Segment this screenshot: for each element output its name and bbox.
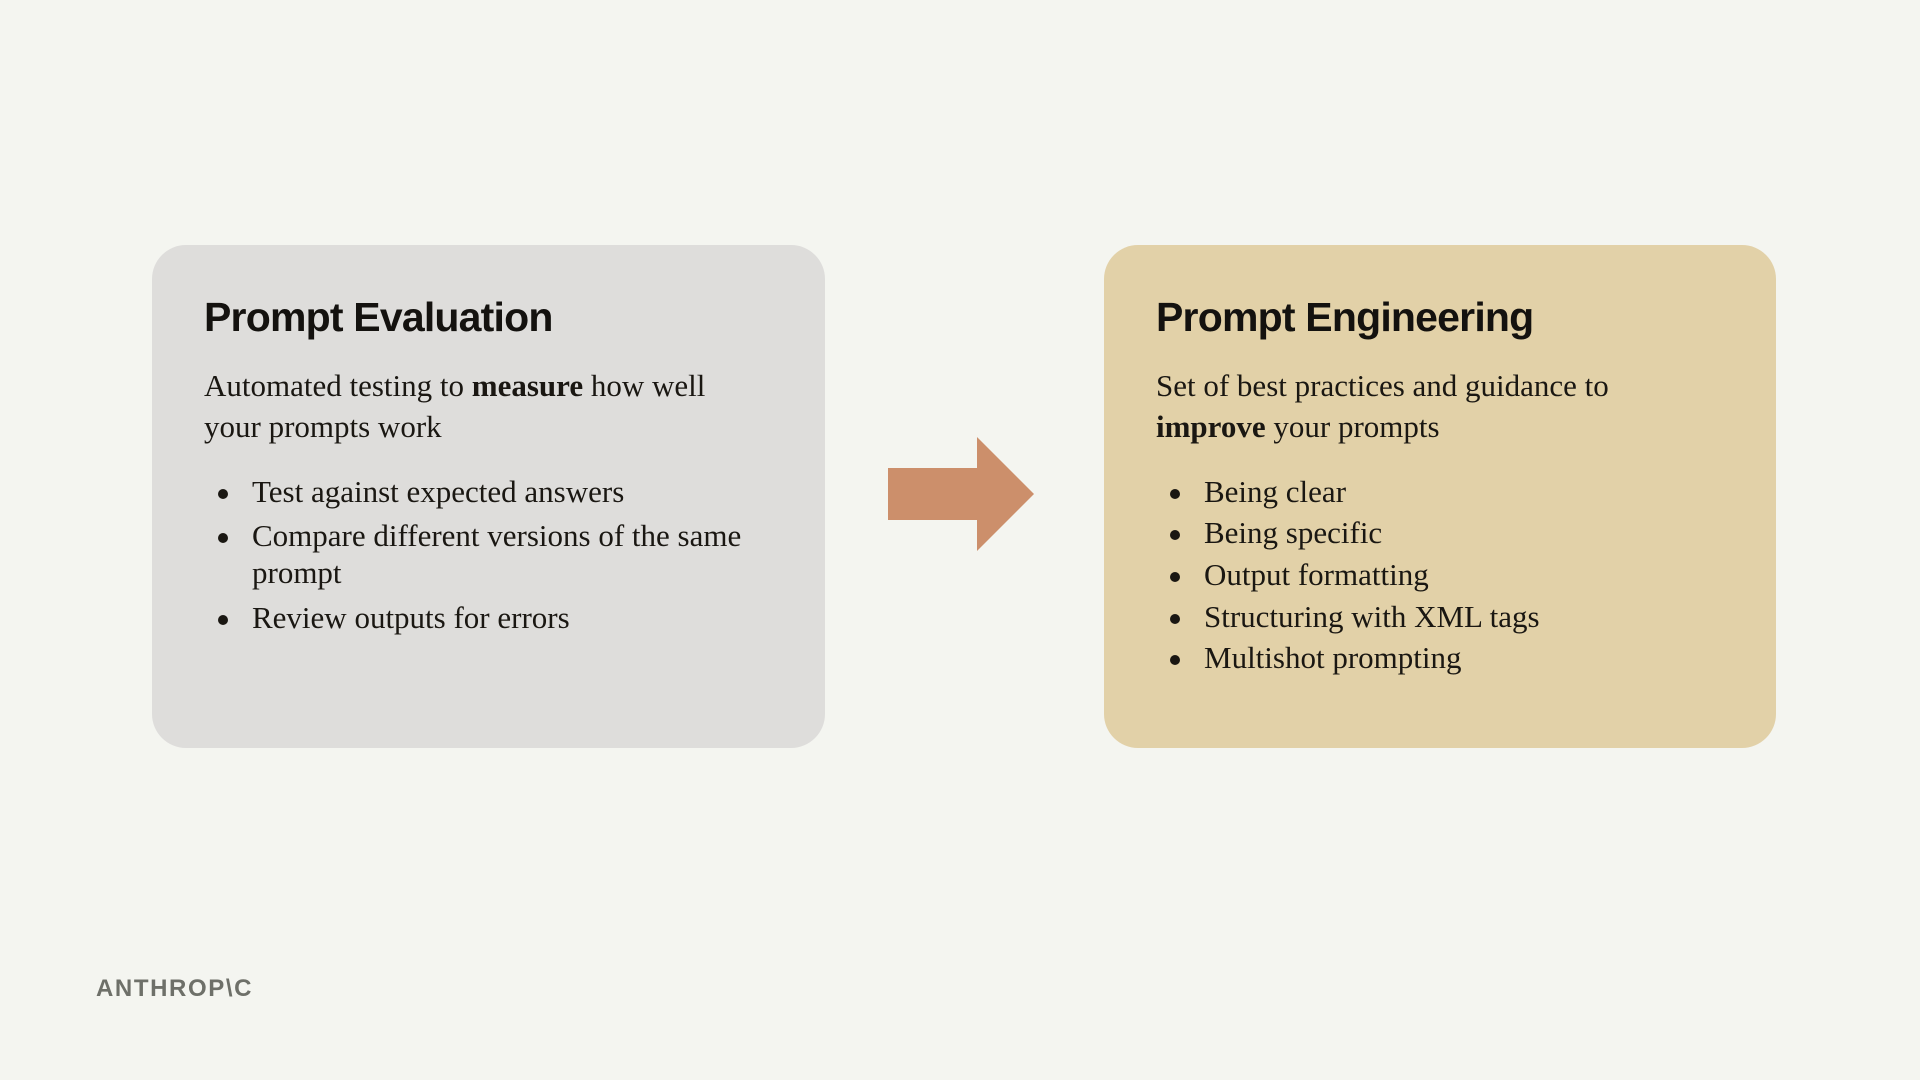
list-item: Output formatting (1156, 557, 1724, 594)
list-item-label: Review outputs for errors (252, 599, 570, 635)
list-item-label: Structuring with XML tags (1204, 598, 1540, 634)
list-item: Compare different versions of the same p… (204, 518, 772, 591)
list-item: Test against expected answers (204, 474, 772, 511)
card-right-description-prefix: Set of best practices and guidance to (1156, 368, 1609, 404)
bullet-dot-icon (1170, 655, 1180, 666)
bullet-dot-icon (1170, 488, 1180, 499)
list-item-label: Test against expected answers (252, 473, 625, 509)
card-prompt-engineering: Prompt Engineering Set of best practices… (1104, 245, 1776, 748)
bullet-dot-icon (218, 533, 228, 544)
bullet-dot-icon (1170, 530, 1180, 541)
bullet-dot-icon (1170, 572, 1180, 583)
list-item: Structuring with XML tags (1156, 599, 1724, 636)
bullet-dot-icon (218, 614, 228, 625)
bullet-dot-icon (218, 488, 228, 499)
list-item-label: Being specific (1204, 515, 1383, 551)
arrow-right-icon (888, 437, 1034, 551)
list-item: Being specific (1156, 515, 1724, 552)
card-left-description-emphasis: measure (471, 368, 584, 404)
list-item-label: Output formatting (1204, 557, 1429, 593)
card-prompt-evaluation: Prompt Evaluation Automated testing to m… (152, 245, 825, 748)
card-right-description-emphasis: improve (1156, 409, 1266, 444)
list-item: Multishot prompting (1156, 640, 1724, 677)
card-left-bullet-list: Test against expected answers Compare di… (204, 474, 773, 636)
list-item-label: Being clear (1204, 473, 1347, 509)
card-left-description-prefix: Automated testing to (204, 368, 472, 404)
list-item: Review outputs for errors (204, 600, 772, 637)
card-left-description-suffix: how well your prompts work (204, 368, 706, 444)
bullet-dot-icon (1170, 613, 1180, 624)
list-item-label: Compare different versions of the same p… (252, 518, 742, 591)
card-left-title: Prompt Evaluation (204, 294, 553, 340)
card-right-title: Prompt Engineering (1156, 294, 1534, 340)
card-left-description: Automated testing to measure how well yo… (204, 366, 764, 448)
list-item-label: Multishot prompting (1204, 640, 1462, 676)
card-right-description-suffix: your prompts (1265, 409, 1440, 444)
card-right-description: Set of best practices and guidance to im… (1156, 366, 1724, 448)
list-item: Being clear (1156, 474, 1724, 511)
anthropic-logo: ANTHROP\C (96, 975, 254, 1002)
card-right-bullet-list: Being clear Being specific Output format… (1156, 474, 1724, 677)
